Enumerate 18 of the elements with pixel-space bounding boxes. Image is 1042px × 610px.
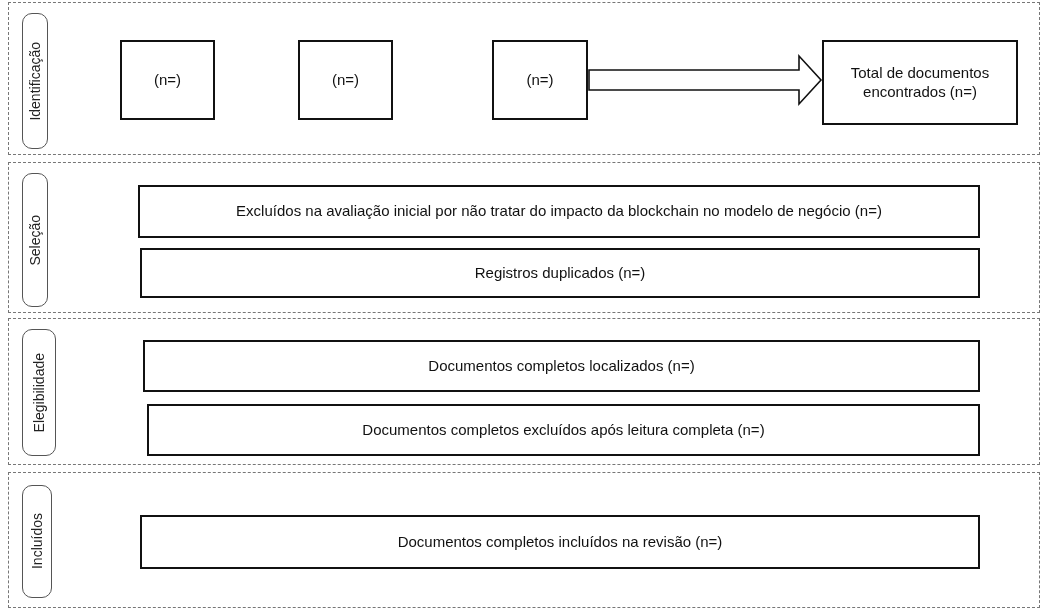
stage-label: Identificação bbox=[22, 13, 48, 149]
stage-band bbox=[8, 162, 1040, 313]
process-box: Documentos completos localizados (n=) bbox=[143, 340, 980, 392]
stage-label: Elegibilidade bbox=[22, 329, 56, 456]
process-box: (n=) bbox=[492, 40, 588, 120]
process-box: Registros duplicados (n=) bbox=[140, 248, 980, 298]
stage-label: Seleção bbox=[22, 173, 48, 307]
process-box: (n=) bbox=[120, 40, 215, 120]
process-box: Total de documentos encontrados (n=) bbox=[822, 40, 1018, 125]
process-box: Documentos completos excluídos após leitura completa (n=) bbox=[147, 404, 980, 456]
stage-band bbox=[8, 2, 1040, 155]
stage-band bbox=[8, 472, 1040, 608]
stage-label: Incluídos bbox=[22, 485, 52, 598]
stage-band bbox=[8, 318, 1040, 465]
process-box: Excluídos na avaliação inicial por não tratar do impacto da blockchain no modelo de negócio (n=) bbox=[138, 185, 980, 238]
block-arrow bbox=[588, 53, 823, 107]
process-box: Documentos completos incluídos na revisão (n=) bbox=[140, 515, 980, 569]
process-box: (n=) bbox=[298, 40, 393, 120]
